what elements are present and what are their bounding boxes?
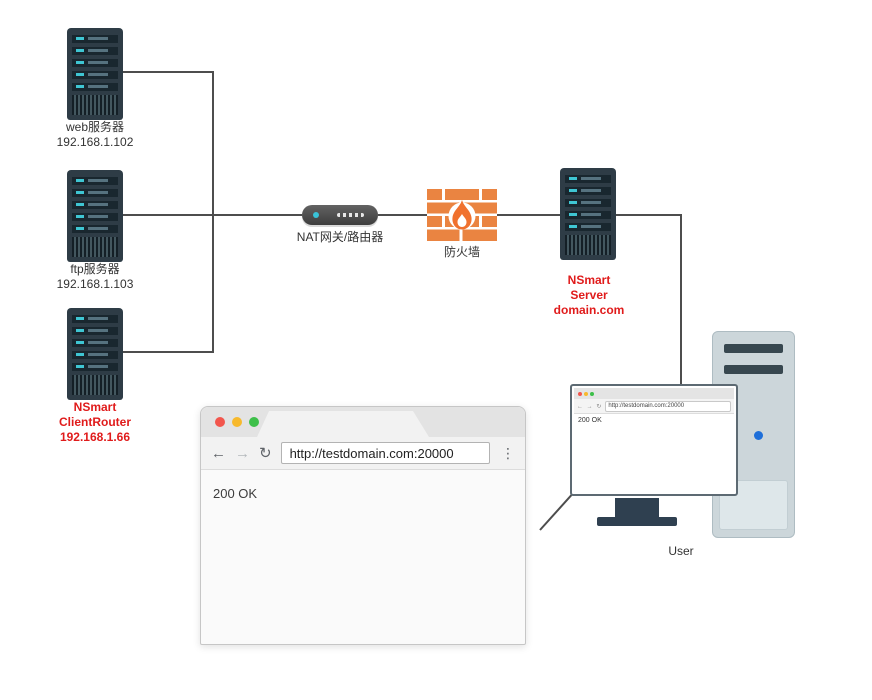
monitor-stand-neck [615,498,659,517]
close-window-icon[interactable] [215,417,225,427]
tower-drive-slot-2 [724,365,783,374]
address-bar-input[interactable] [280,442,490,464]
page-content-area: 200 OK [201,470,525,517]
mini-nav-icons: ← → ↻ [577,403,603,410]
mini-maximize-dot-icon [590,391,594,396]
nsmart-clientrouter-icon [67,308,123,400]
mini-browser-window: ← → ↻ http://testdomain.com:20000 200 OK [574,388,734,492]
back-button[interactable]: ← [211,444,226,462]
tower-power-button [754,431,763,440]
mini-browser-toolbar: ← → ↻ http://testdomain.com:20000 [574,399,734,414]
minimize-window-icon[interactable] [232,417,242,427]
mini-page-content: 200 OK [574,414,734,492]
web-server-icon [67,28,123,120]
connector-nat-to-firewall [378,214,427,216]
connector-bus-vertical [212,71,214,353]
browser-tab[interactable] [257,411,429,437]
nat-router-icon [302,205,378,225]
web-server-label: web服务器 192.168.1.102 [56,120,134,149]
firewall-label: 防火墙 [443,245,481,259]
mini-browser-titlebar [574,388,734,399]
tower-drive-slot-1 [724,344,783,353]
connector-server-to-corner [616,214,682,216]
window-controls [215,417,259,427]
nat-router-label: NAT网关/路由器 [296,230,384,244]
monitor-stand-base [597,517,677,526]
mini-close-dot-icon [578,391,582,396]
maximize-window-icon[interactable] [249,417,259,427]
browser-titlebar [201,407,525,437]
computer-tower [712,331,795,538]
connector-corner-to-user [680,214,682,384]
nsmart-clientrouter-label: NSmart ClientRouter 192.168.1.66 [59,400,131,444]
firewall-icon [427,189,497,241]
user-label: User [668,544,694,558]
connector-firewall-to-server [497,214,560,216]
router-dots [337,213,364,217]
connector-router-to-bus [123,351,214,353]
connector-ftp-to-nat [123,214,302,216]
mini-minimize-dot-icon [584,391,588,396]
mini-address-bar: http://testdomain.com:20000 [605,400,731,412]
nsmart-server-icon [560,168,616,260]
monitor-callout-line [539,492,575,531]
refresh-button[interactable]: ↻ [259,444,272,462]
ftp-server-label: ftp服务器 192.168.1.103 [56,262,134,291]
response-text: 200 OK [213,486,258,501]
menu-button[interactable]: ⋮ [501,445,515,461]
user-monitor: ← → ↻ http://testdomain.com:20000 200 OK [570,384,738,496]
browser-window: ← → ↻ ⋮ 200 OK [200,406,526,645]
connector-web-to-bus [123,71,213,73]
router-led [313,212,319,218]
firewall-bricks [427,189,497,241]
ftp-server-icon [67,170,123,262]
browser-toolbar: ← → ↻ ⋮ [201,437,525,470]
forward-button[interactable]: → [235,444,250,462]
nsmart-server-label: NSmart Server domain.com [553,273,625,317]
